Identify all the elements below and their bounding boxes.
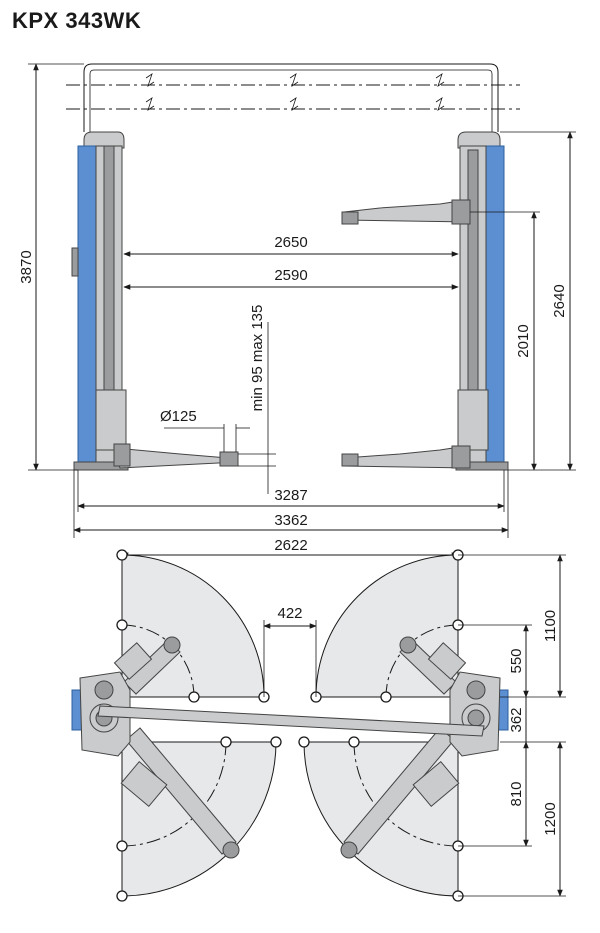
dim-arm-reach-lower-label: 1200 bbox=[542, 802, 559, 835]
overhead-bar bbox=[66, 63, 520, 132]
dim-arm-height-label: 2010 bbox=[515, 324, 532, 357]
dim-overall-height: 3870 bbox=[18, 63, 84, 471]
dim-between-columns-bottom: 2590 bbox=[123, 267, 459, 290]
pad-positions bbox=[116, 549, 464, 902]
dim-arm-height: 2010 bbox=[470, 211, 540, 471]
dim-between-columns-bottom-label: 2590 bbox=[274, 267, 307, 284]
dim-pad-diameter-label: Ø125 bbox=[160, 408, 197, 425]
dim-gap-between-arms-label: 422 bbox=[277, 605, 302, 622]
left-lower-arm bbox=[113, 443, 239, 469]
model-title: KPX 343WK bbox=[12, 8, 142, 33]
dim-pad-height: min 95 max 135 bbox=[238, 305, 276, 494]
dim-pad-diameter: Ø125 bbox=[160, 408, 250, 452]
top-right-arm-upper bbox=[399, 636, 467, 695]
left-column bbox=[71, 131, 129, 471]
top-right-column-head bbox=[449, 671, 509, 757]
right-lower-arm bbox=[341, 445, 471, 469]
dim-between-columns-top: 2650 bbox=[123, 234, 459, 257]
right-column-blue-panel bbox=[485, 145, 505, 471]
dim-pad-height-label: min 95 max 135 bbox=[249, 305, 266, 412]
side-view: 3870 2650 2590 min 95 max 135 Ø125 bbox=[18, 63, 576, 558]
dim-base-width-inner-label: 3287 bbox=[274, 487, 307, 504]
dim-column-height-label: 2640 bbox=[551, 284, 568, 317]
dim-column-depth-label: 362 bbox=[508, 707, 525, 732]
dim-arm-offset-upper-label: 550 bbox=[508, 648, 525, 673]
dim-base-widths: 3287 3362 2622 bbox=[73, 470, 509, 558]
dim-base-width-outer-label: 3362 bbox=[274, 512, 307, 529]
right-upper-arm bbox=[341, 199, 471, 225]
dim-between-columns-top-label: 2650 bbox=[274, 234, 307, 251]
top-view: 422 550 1100 362 810 1200 bbox=[71, 549, 566, 902]
floor-cover-plate bbox=[97, 705, 485, 737]
left-column-blue-panel bbox=[77, 145, 97, 471]
dim-gap-between-arms: 422 bbox=[263, 605, 317, 697]
dim-column-height: 2640 bbox=[500, 131, 576, 471]
top-left-arm-lower bbox=[120, 727, 240, 859]
dim-overall-width-label: 2622 bbox=[274, 537, 307, 554]
right-column bbox=[455, 131, 509, 471]
dim-top-right-stack: 550 1100 362 810 1200 bbox=[458, 554, 566, 897]
top-left-arm-upper bbox=[113, 636, 181, 695]
dim-arm-offset-lower-label: 810 bbox=[508, 781, 525, 806]
top-right-arm-lower bbox=[340, 727, 460, 859]
dim-arm-reach-upper-label: 1100 bbox=[542, 610, 559, 642]
dim-overall-height-label: 3870 bbox=[18, 250, 35, 283]
